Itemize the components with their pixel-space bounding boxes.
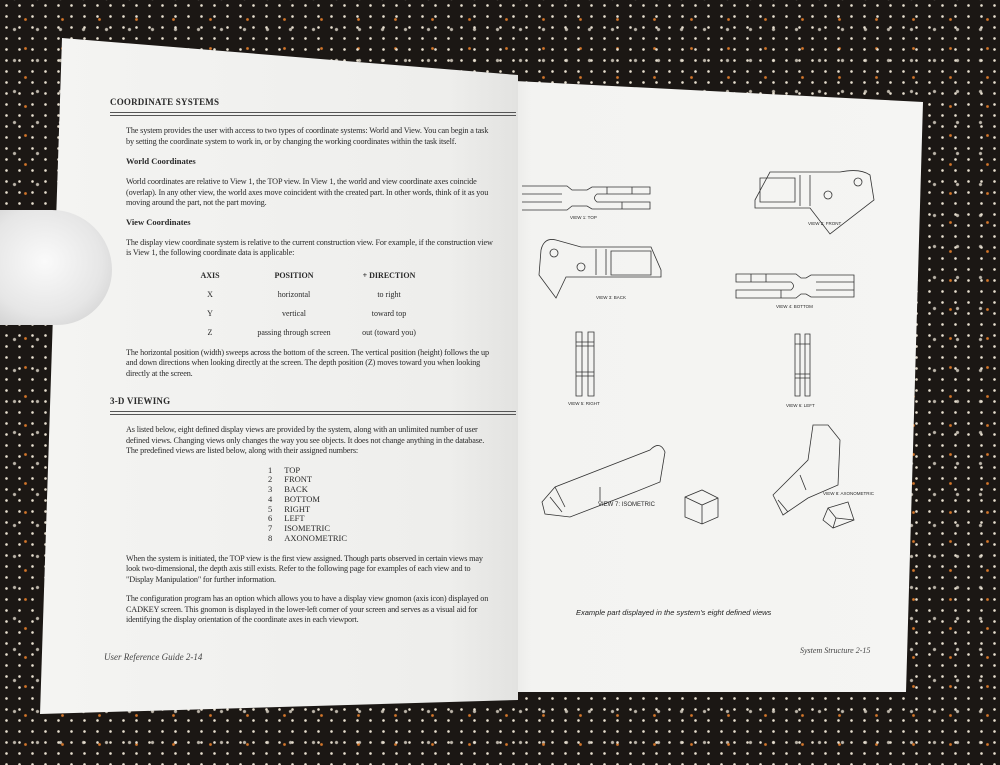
intro-line-1: The system provides the user with access… (126, 126, 489, 135)
left-page: COORDINATE SYSTEMS The system provides t… (40, 38, 518, 714)
cell-x-position: horizontal (277, 289, 311, 299)
intro-paragraph: The system provides the user with access… (126, 126, 516, 147)
view-item: 2 FRONT (268, 474, 516, 485)
left-page-content: COORDINATE SYSTEMS The system provides t… (104, 96, 516, 663)
view-number: 4 (268, 493, 273, 504)
view-item: 3 BACK (268, 484, 516, 495)
view-number: 1 (268, 464, 273, 475)
heading-rule (110, 411, 516, 415)
gloved-hand (0, 210, 112, 325)
th-axis: AXIS (200, 270, 220, 280)
view-name: TOP (284, 464, 301, 475)
initiated-line-3: "Display Manipulation" for further infor… (126, 574, 276, 584)
gnomon-line-1: The configuration program has an option … (126, 594, 489, 604)
heading-3d-viewing: 3-D VIEWING (110, 396, 171, 406)
viewing-line-1: As listed below, eight defined display v… (126, 425, 478, 434)
cell-y-direction: toward top (371, 308, 407, 318)
view-number: 2 (268, 474, 273, 485)
view-2-label: VIEW 2: FRONT (808, 221, 842, 226)
world-line-3: moving around the part, not the part mov… (126, 198, 267, 207)
cell-x-axis: X (207, 289, 213, 299)
view-number: 8 (268, 533, 273, 544)
view-number: 6 (268, 513, 273, 524)
heading-rule (110, 112, 516, 116)
cell-z-direction: out (toward you) (362, 327, 416, 337)
view-5-right-drawing (575, 331, 595, 397)
intro-line-2: by setting the coordinate system to work… (126, 136, 457, 146)
position-paragraph: The horizontal position (width) sweeps a… (126, 348, 516, 380)
view-name: BACK (284, 484, 308, 495)
cell-x-direction: to right (377, 289, 401, 299)
viewing-paragraph: As listed below, eight defined display v… (126, 425, 516, 457)
view-item: 8 AXONOMETRIC (268, 533, 516, 544)
view-item: 5 RIGHT (268, 503, 516, 515)
heading-coordinate-systems: COORDINATE SYSTEMS (110, 97, 220, 107)
view-item: 1 TOP (268, 464, 516, 476)
gnomon-paragraph: The configuration program has an option … (126, 594, 516, 626)
view-line-1: The display view coordinate system is re… (126, 237, 493, 247)
view-number: 3 (268, 484, 273, 495)
viewing-line-3: The predefined views are listed below, a… (126, 446, 359, 455)
view-coordinates-title: View Coordinates (126, 216, 191, 227)
view-1-label: VIEW 1: TOP (570, 215, 597, 220)
view-1-top-drawing (522, 185, 651, 211)
right-page-footer: System Structure 2-15 (800, 646, 871, 655)
view-4-label: VIEW 4: BOTTOM (776, 304, 813, 309)
world-line-1: World coordinates are relative to View 1… (126, 177, 477, 186)
view-paragraph: The display view coordinate system is re… (126, 238, 516, 259)
view-4-bottom-drawing (735, 273, 855, 299)
viewing-line-2: defined views. Changing views only chang… (126, 435, 485, 445)
cell-y-position: vertical (282, 308, 306, 318)
view-name: BOTTOM (284, 493, 320, 504)
world-coordinates-title: World Coordinates (126, 156, 196, 166)
initiated-line-1: When the system is initiated, the TOP vi… (126, 553, 483, 563)
position-line-3: directly at the screen. (126, 368, 193, 378)
view-name: AXONOMETRIC (284, 533, 348, 544)
world-paragraph: World coordinates are relative to View 1… (126, 177, 516, 209)
view-6-left-drawing (794, 333, 811, 397)
view-number: 7 (268, 523, 273, 534)
view-name: LEFT (284, 513, 305, 524)
view-name: RIGHT (284, 503, 311, 514)
view-8-label: VIEW 8: AXONOMETRIC (823, 491, 875, 496)
view-3-back-drawing (538, 239, 662, 299)
coordinate-table: AXIS POSITION + DIRECTION X horizontal t… (176, 271, 516, 338)
initiated-line-2: look two-dimensional, the depth axis sti… (126, 564, 471, 574)
view-7-label: VIEW 7: ISOMETRIC (598, 502, 656, 508)
cell-y-axis: Y (207, 308, 213, 318)
view-item: 4 BOTTOM (268, 493, 516, 505)
right-page: VIEW 1: TOP VIEW 2: FRONT VIEW 3: BACK V… (478, 80, 923, 692)
view-line-2: is View 1, the following coordinate data… (126, 248, 295, 257)
view-list: 1 TOP 2 FRONT 3 BACK 4 BOTTOM 5 RIGHT 6 LEFT 7… (268, 464, 516, 544)
th-direction: + DIRECTION (362, 270, 416, 280)
initiated-paragraph: When the system is initiated, the TOP vi… (126, 554, 516, 586)
gnomon-line-3: identifying the display orientation of t… (126, 615, 359, 625)
world-line-2: (overlap). In any other view, the world … (126, 187, 489, 197)
view-number: 5 (268, 503, 273, 514)
view-name: FRONT (284, 474, 313, 485)
cell-z-position: passing through screen (257, 327, 331, 337)
view-item: 6 LEFT (268, 514, 516, 524)
view-7-isometric-drawing (541, 445, 719, 525)
figure-caption: Example part displayed in the system's e… (576, 608, 772, 617)
position-line-1: The horizontal position (width) sweeps a… (126, 347, 489, 357)
gnomon-line-2: CADKEY screen. This gnomon is displayed … (126, 604, 478, 614)
view-name: ISOMETRIC (284, 523, 331, 534)
view-5-label: VIEW 5: RIGHT (568, 401, 600, 406)
view-3-label: VIEW 3: BACK (596, 295, 627, 300)
position-line-2: and down directions when looking directl… (126, 358, 481, 367)
view-item: 7 ISOMETRIC (268, 523, 516, 534)
left-page-footer: User Reference Guide 2-14 (104, 651, 203, 662)
view-2-front-drawing (754, 170, 875, 235)
th-position: POSITION (274, 270, 314, 280)
view-8-axonometric-drawing (772, 424, 855, 529)
view-6-label: VIEW 6: LEFT (786, 403, 815, 408)
cell-z-axis: Z (207, 327, 213, 337)
